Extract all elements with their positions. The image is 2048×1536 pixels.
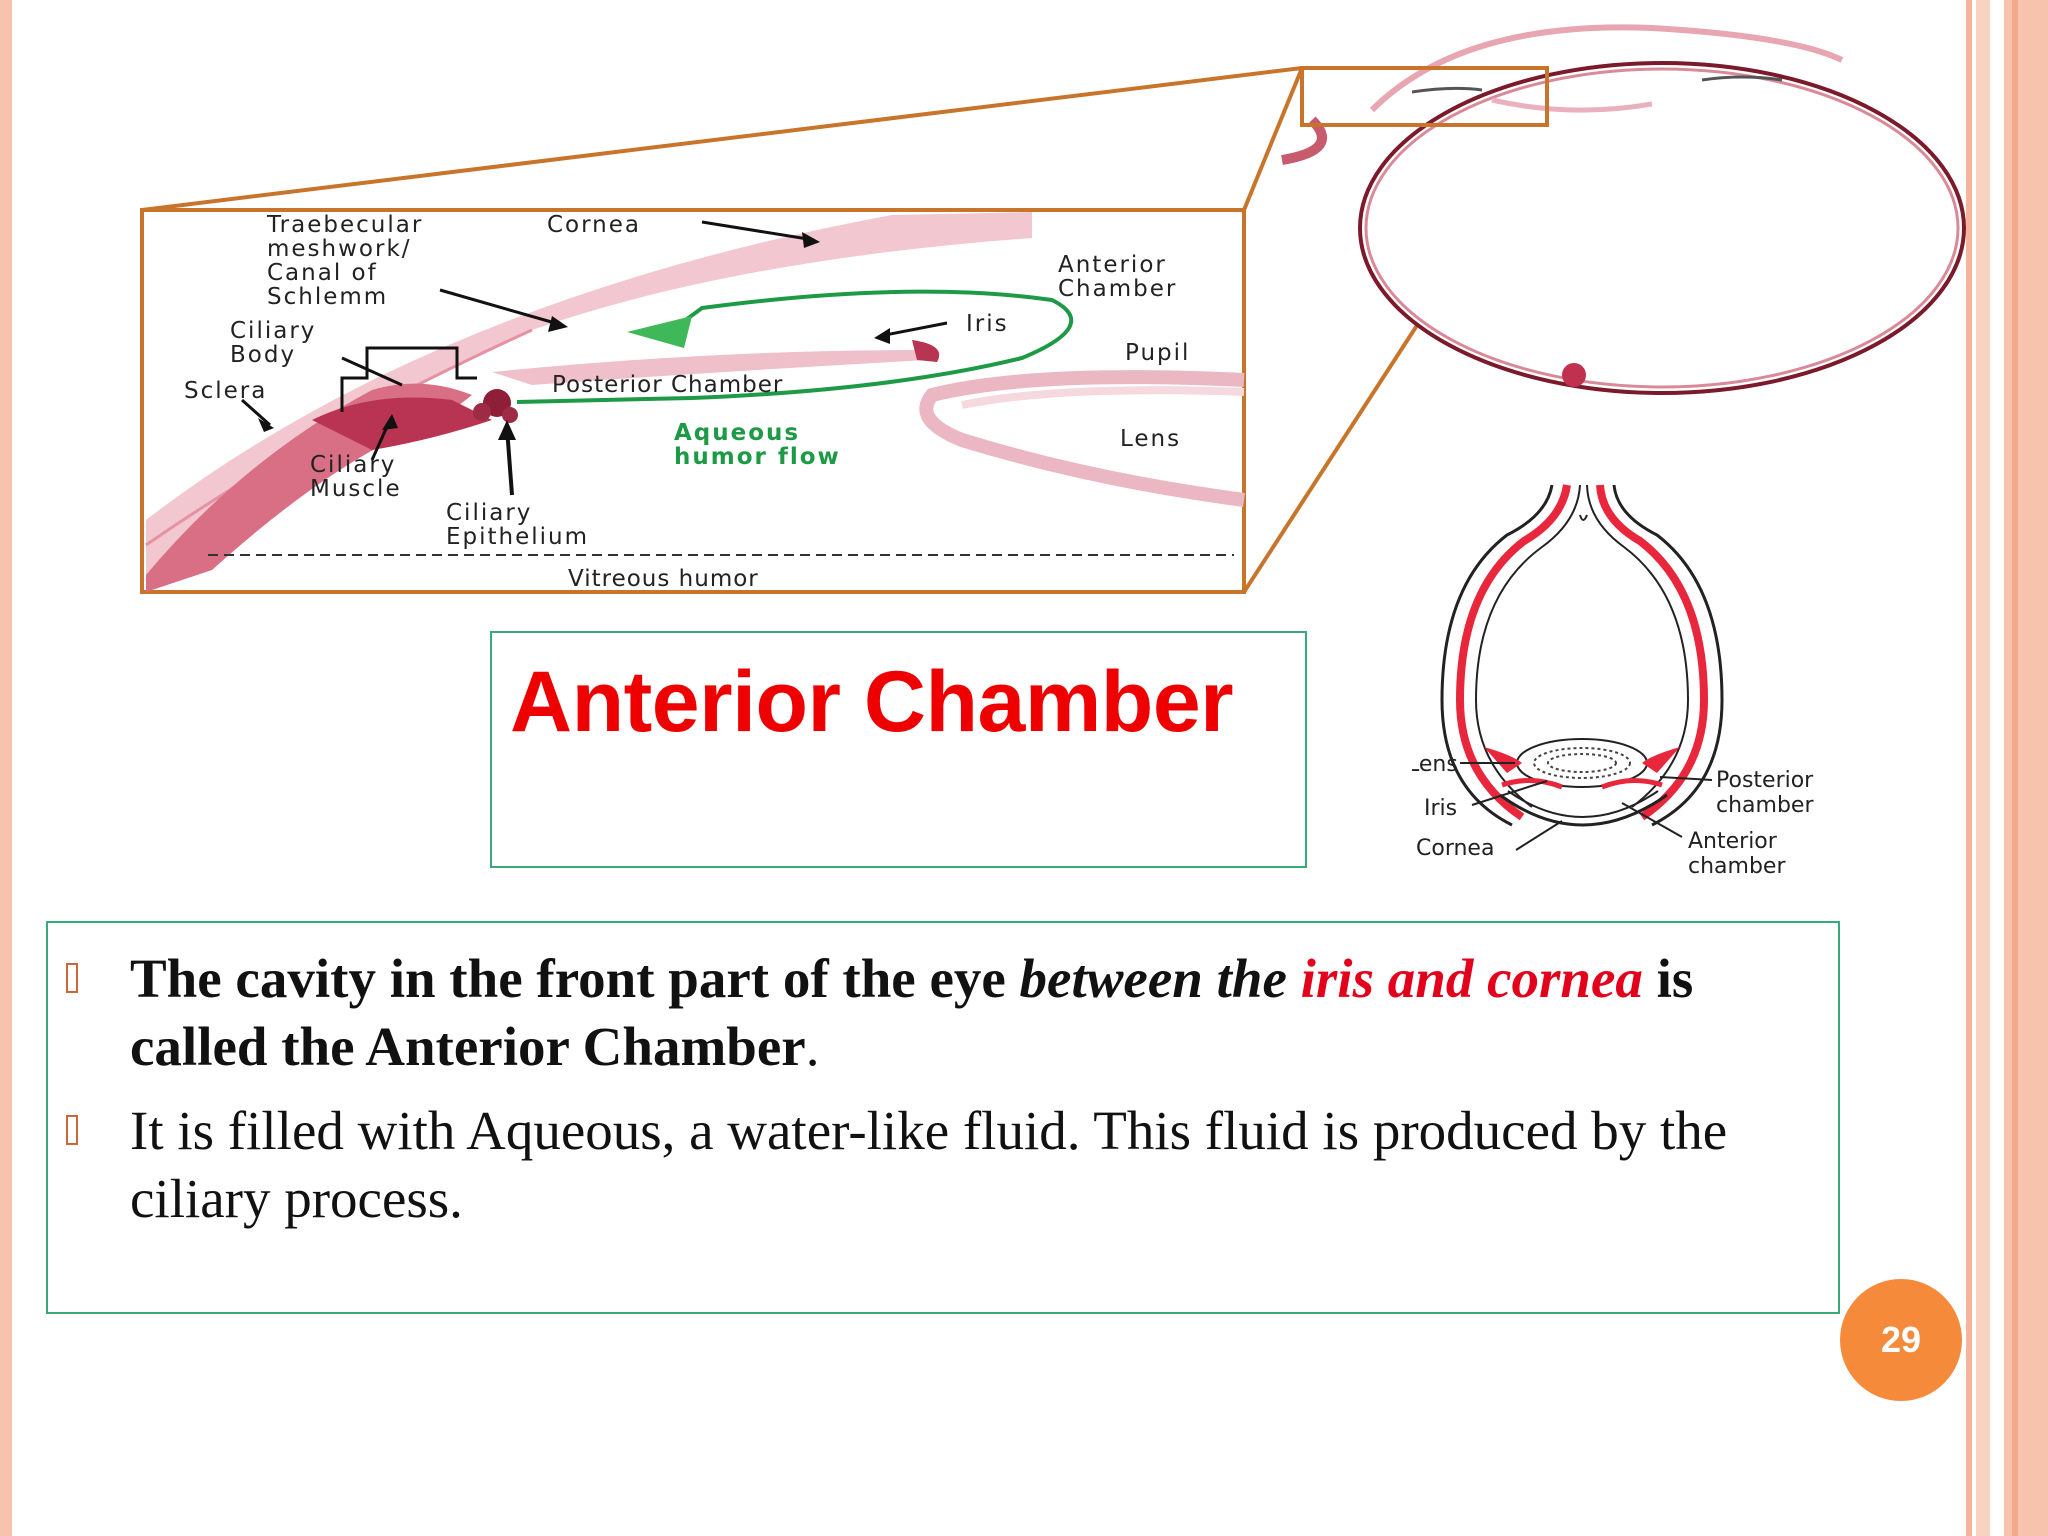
- zoom-line-right-top: [1242, 67, 1304, 211]
- bullet-marker-icon: [66, 963, 78, 993]
- label-pupil: Pupil: [1125, 340, 1190, 366]
- diagram-label-anterior-1: Anterior: [1688, 829, 1778, 854]
- histology-inset: [140, 208, 1246, 594]
- label-ciliary-epithelium-2: Epithelium: [446, 524, 589, 550]
- label-iris: Iris: [966, 311, 1009, 337]
- label-aqueous-1: Aqueous: [674, 420, 800, 446]
- label-anterior-chamber-1: Anterior: [1058, 252, 1167, 278]
- diagram-label-iris: Iris: [1424, 796, 1457, 821]
- diagram-label-cornea: Cornea: [1416, 836, 1494, 861]
- slide-title: Anterior Chamber: [510, 654, 1234, 750]
- label-trabecular-2: meshwork/: [267, 236, 412, 262]
- label-ciliary-muscle-2: Muscle: [310, 476, 402, 502]
- label-sclera: Sclera: [184, 378, 267, 404]
- bullet-1-part-2: between the: [1019, 948, 1301, 1009]
- zoom-source-box: [1300, 66, 1549, 127]
- bullet-1-part-5: .: [805, 1016, 820, 1077]
- diagram-label-anterior-2: chamber: [1688, 854, 1786, 879]
- bullet-text-1: The cavity in the front part of the eye …: [130, 945, 1770, 1081]
- label-vitreous-humor: Vitreous humor: [568, 566, 759, 592]
- label-ciliary-body-2: Body: [230, 342, 296, 368]
- diagram-label-posterior-1: Posterior: [1716, 768, 1814, 793]
- title-box: Anterior Chamber: [490, 631, 1307, 868]
- histology-figure: Traebecular meshwork/ Canal of Schlemm C…: [140, 24, 1966, 594]
- left-border-stripe: [0, 0, 12, 1536]
- label-posterior-chamber: Posterior Chamber: [552, 372, 783, 398]
- label-aqueous-2: humor flow: [674, 444, 841, 470]
- slide: Traebecular meshwork/ Canal of Schlemm C…: [12, 0, 1966, 1536]
- diagram-label-posterior-2: chamber: [1716, 793, 1814, 818]
- label-lens: Lens: [1120, 426, 1181, 452]
- label-ciliary-epithelium-1: Ciliary: [446, 500, 532, 526]
- label-trabecular-1: Traebecular: [266, 212, 423, 238]
- label-trabecular-4: Schlemm: [267, 284, 388, 310]
- label-trabecular-3: Canal of: [267, 260, 378, 286]
- zoom-line-top: [141, 66, 1303, 212]
- label-cornea: Cornea: [547, 212, 641, 238]
- bullet-text-2: It is filled with Aqueous, a water-like …: [130, 1100, 1728, 1229]
- bullet-marker-icon: [66, 1115, 78, 1145]
- eye-schematic-diagram: Lens Iris Cornea Posterior chamber Anter…: [1412, 484, 1814, 879]
- bullet-1-part-3-highlight: iris and cornea: [1300, 948, 1643, 1009]
- right-border-stripes: [1966, 0, 2048, 1536]
- page-number-badge: 29: [1840, 1279, 1962, 1401]
- label-anterior-chamber-2: Chamber: [1058, 276, 1177, 302]
- label-ciliary-body-1: Ciliary: [230, 318, 316, 344]
- content-box: The cavity in the front part of the eye …: [46, 921, 1840, 1314]
- diagram-label-lens: Lens: [1412, 752, 1458, 777]
- label-ciliary-muscle-1: Ciliary: [310, 452, 396, 478]
- eye-section-image: [1281, 24, 1966, 395]
- bullet-1-part-4: is called the Anterior Chamber: [130, 948, 1694, 1077]
- bullet-1-part-1: The cavity in the front part of the eye: [130, 948, 1020, 1009]
